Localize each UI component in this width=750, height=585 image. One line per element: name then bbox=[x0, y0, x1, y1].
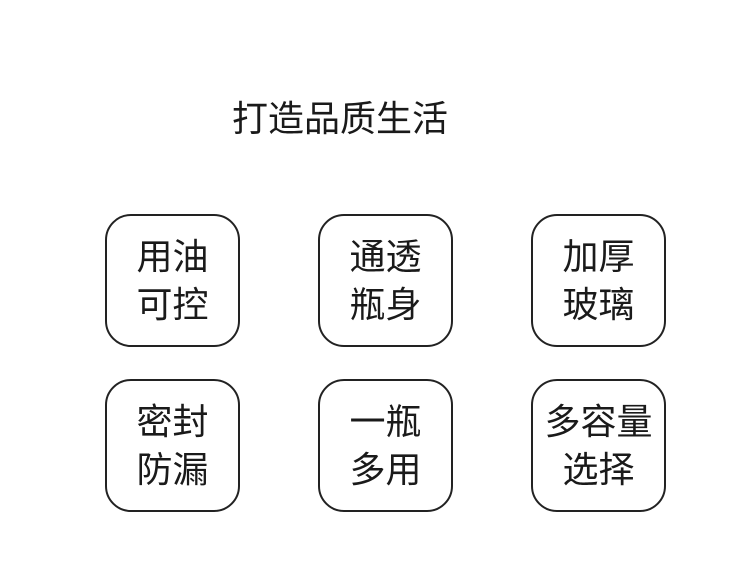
page-title: 打造品质生活 bbox=[231, 98, 449, 139]
feature-card-oil-control: 用油 可控 bbox=[105, 214, 240, 347]
feature-line: 用油 bbox=[136, 235, 209, 277]
feature-line: 通透 bbox=[349, 235, 422, 277]
feature-line: 密封 bbox=[136, 400, 209, 442]
feature-line: 玻璃 bbox=[562, 283, 635, 325]
feature-line: 可控 bbox=[136, 283, 209, 325]
feature-line: 加厚 bbox=[562, 235, 635, 277]
feature-card-capacity-options: 多容量 选择 bbox=[531, 379, 666, 512]
feature-card-multi-purpose: 一瓶 多用 bbox=[318, 379, 453, 512]
feature-line: 选择 bbox=[562, 448, 635, 490]
feature-card-leakproof-seal: 密封 防漏 bbox=[105, 379, 240, 512]
feature-line: 多容量 bbox=[544, 400, 653, 442]
feature-line: 一瓶 bbox=[349, 400, 422, 442]
features-grid: 用油 可控 通透 瓶身 加厚 玻璃 密封 防漏 一瓶 多用 多容量 选择 bbox=[105, 214, 666, 512]
feature-line: 多用 bbox=[349, 448, 422, 490]
feature-line: 瓶身 bbox=[349, 283, 422, 325]
feature-card-thick-glass: 加厚 玻璃 bbox=[531, 214, 666, 347]
feature-line: 防漏 bbox=[136, 448, 209, 490]
feature-card-transparent-bottle: 通透 瓶身 bbox=[318, 214, 453, 347]
